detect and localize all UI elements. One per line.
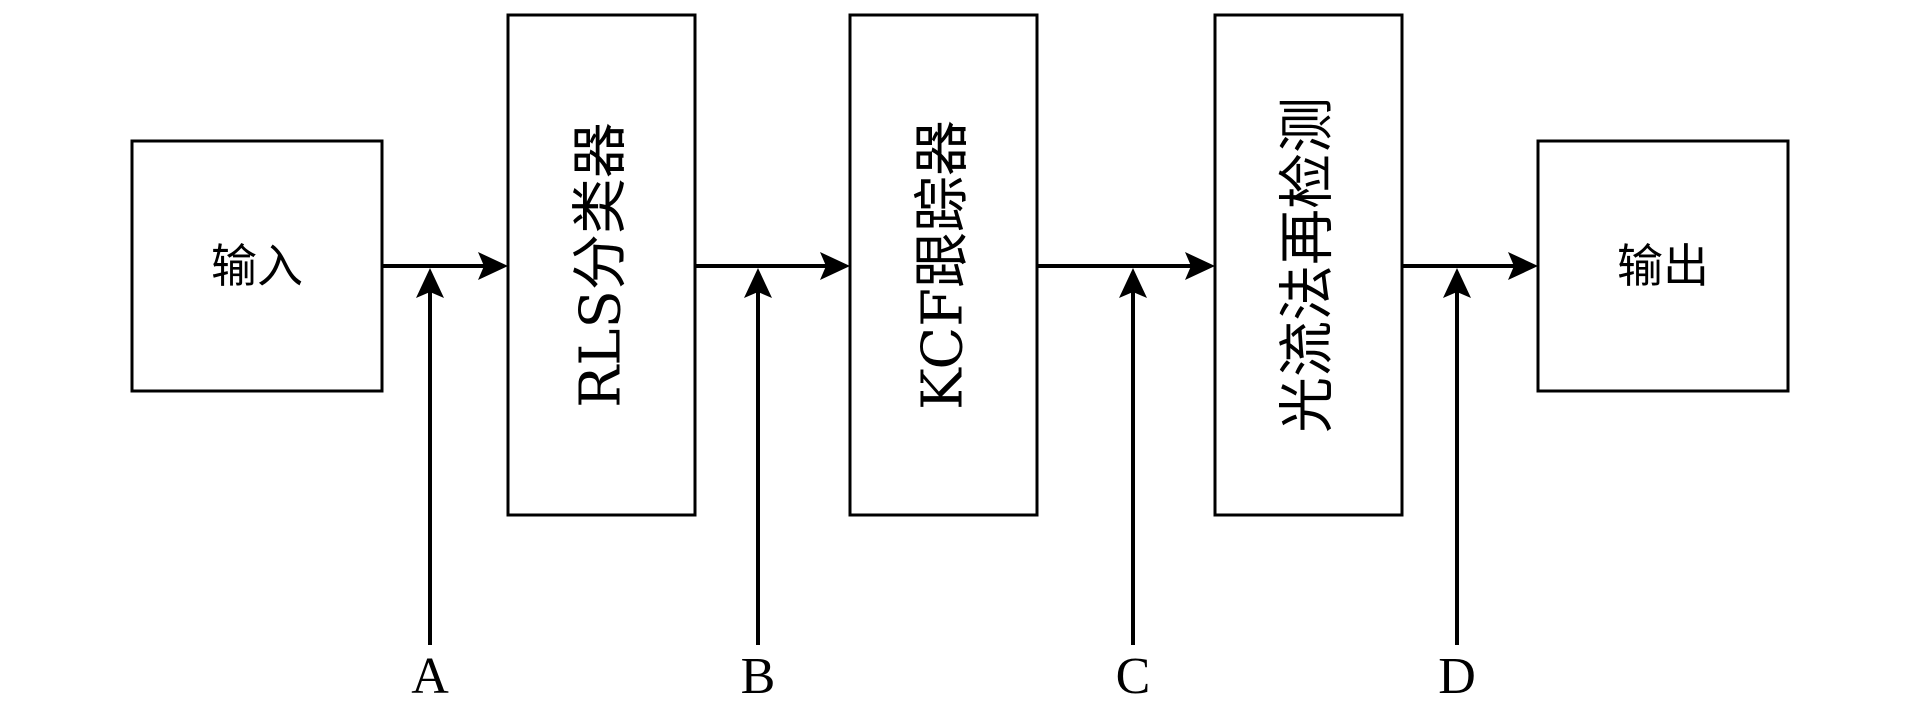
optical-flow-box — [1213, 13, 1404, 517]
arrow-point-d — [1443, 268, 1471, 645]
arrow-point-c — [1119, 268, 1147, 645]
rls-classifier-box — [506, 13, 697, 517]
point-b-label: B — [741, 648, 776, 705]
output-box — [1536, 139, 1790, 393]
output-label: 输出 — [1617, 239, 1709, 293]
point-d-label: D — [1438, 648, 1476, 705]
rls-classifier-label: RLS分类器 — [569, 122, 634, 408]
arrow-point-b — [744, 268, 772, 645]
kcf-tracker-label: KCF跟踪器 — [911, 120, 976, 410]
arrow-point-a — [416, 268, 444, 645]
arrow-input-to-rls — [382, 252, 508, 280]
optical-flow-label: 光流法再检测 — [1276, 97, 1341, 433]
arrow-kcf-to-optical-flow — [1037, 252, 1215, 280]
input-box — [130, 139, 384, 393]
arrow-rls-to-kcf — [695, 252, 850, 280]
point-a-label: A — [411, 648, 449, 705]
kcf-tracker-box — [848, 13, 1039, 517]
input-label: 输入 — [211, 239, 303, 293]
arrow-optical-flow-to-output — [1402, 252, 1538, 280]
point-c-label: C — [1116, 648, 1151, 705]
